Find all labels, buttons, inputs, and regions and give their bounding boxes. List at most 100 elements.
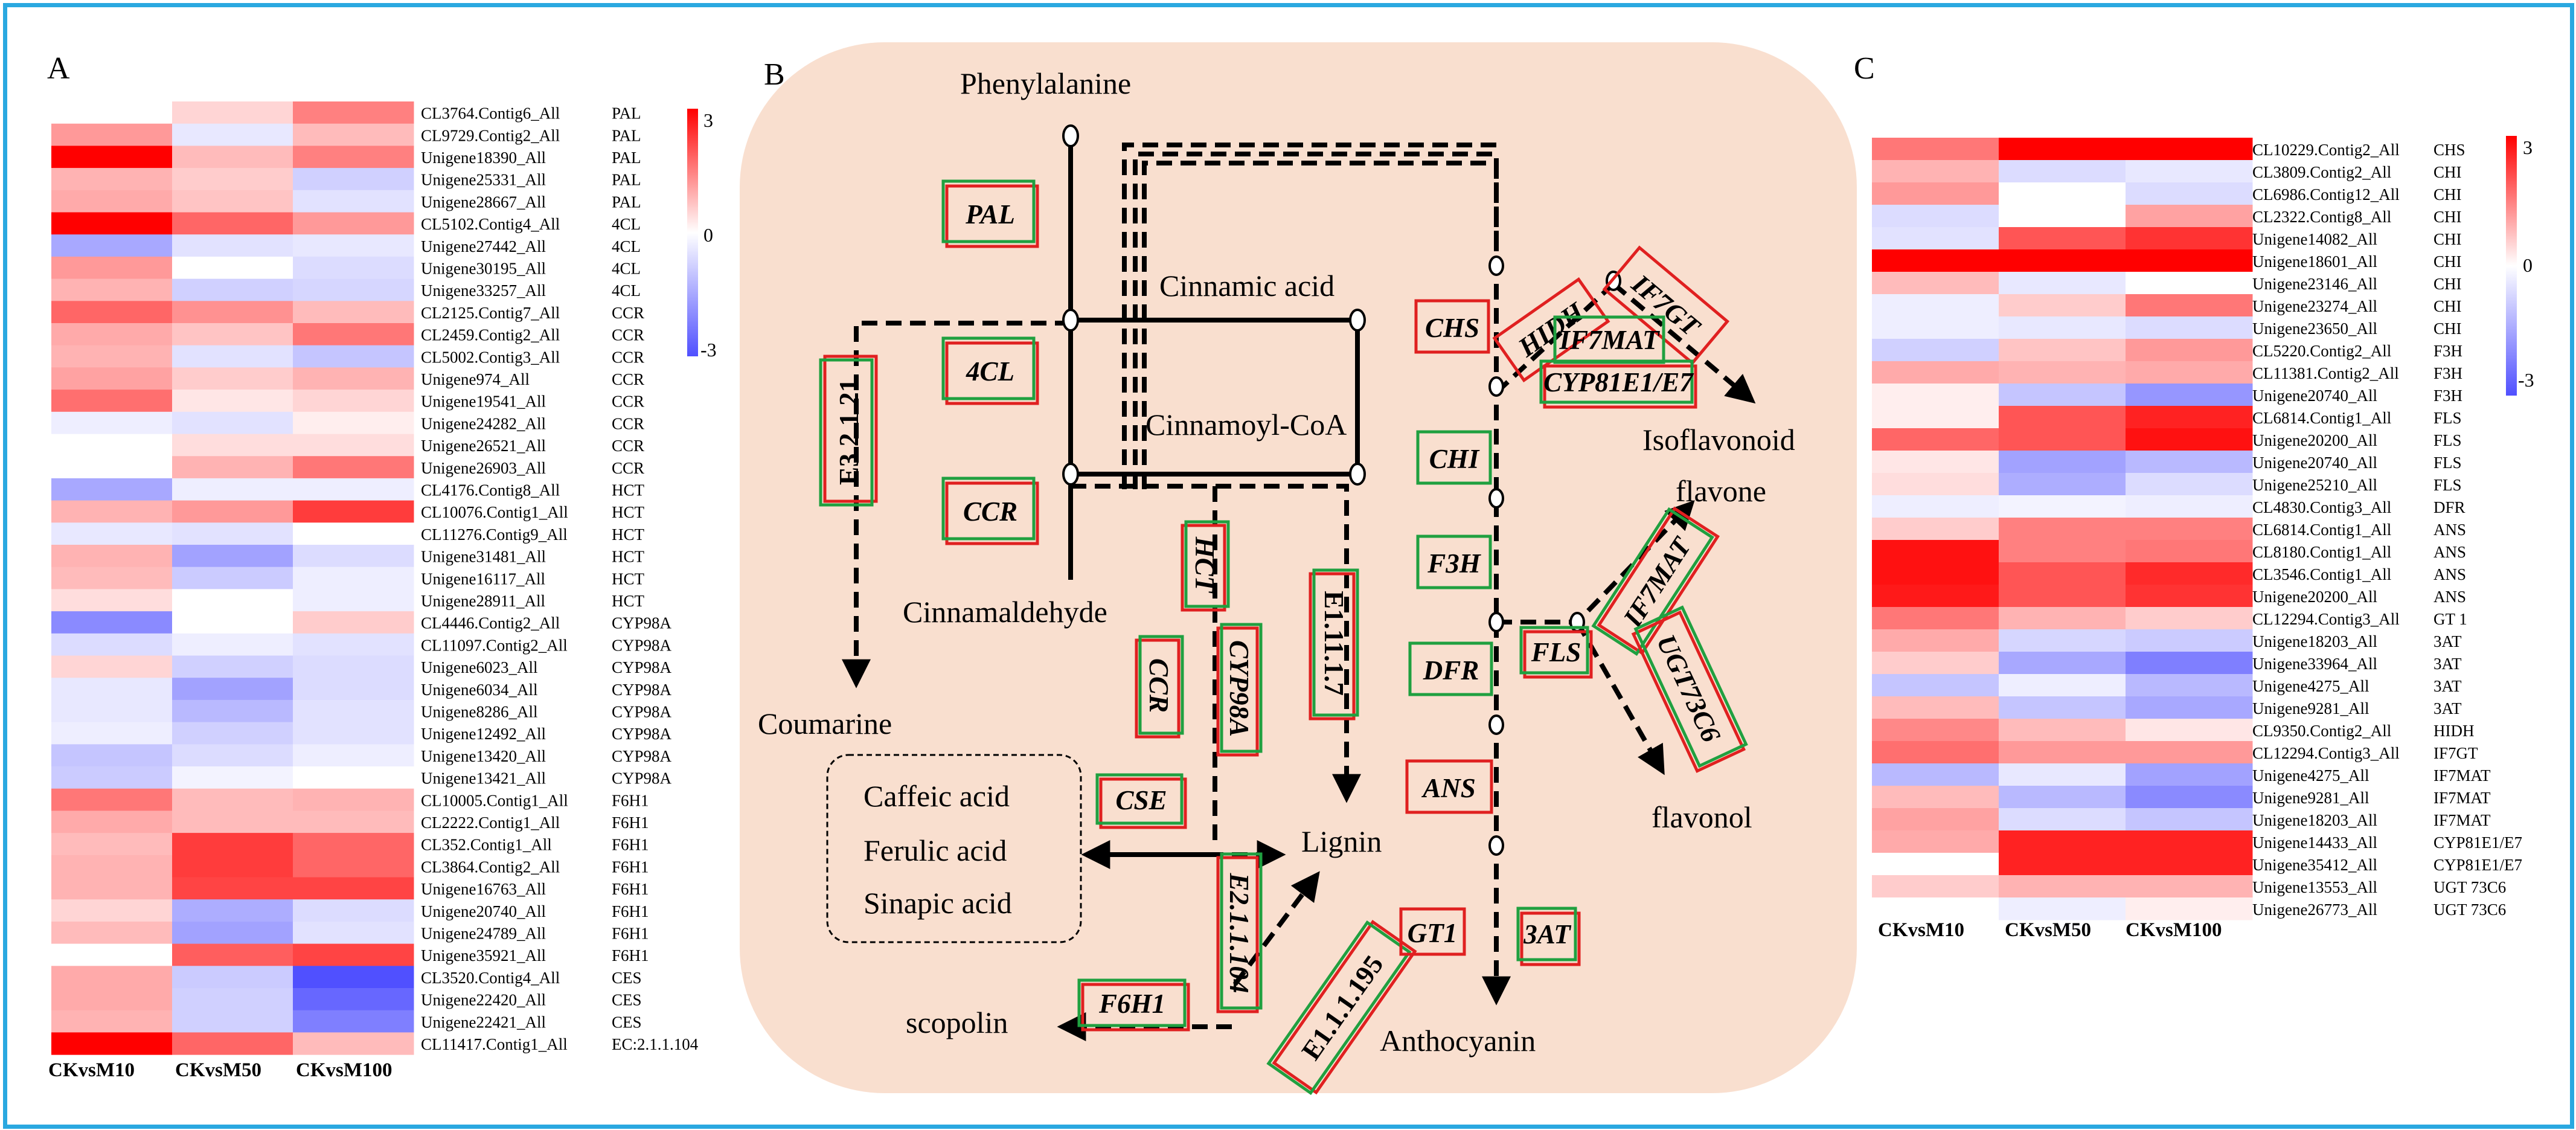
heatmap-cell: [51, 323, 173, 346]
heatmap-cell: [2126, 428, 2253, 451]
svg-text:CHS: CHS: [1425, 313, 1479, 343]
enzyme-fls: FLS: [1519, 626, 1593, 679]
heatmap-cell: [1872, 316, 1999, 339]
svg-text:E2.1.1.104: E2.1.1.104: [1224, 873, 1254, 994]
heatmap-cell: [293, 899, 414, 922]
heatmap-cell: [172, 301, 293, 324]
gene-label: Unigene18601_All: [2252, 252, 2377, 271]
heatmap-cell: [51, 855, 173, 878]
heatmap-cell: [1999, 808, 2126, 831]
heatmap-cell: [172, 921, 293, 945]
enzyme-label: CCR: [612, 459, 644, 477]
heatmap-cell: [293, 146, 414, 169]
heatmap-cell: [293, 101, 414, 124]
enzyme-label: IF7GT: [2433, 744, 2478, 762]
heatmap-cell: [1872, 495, 1999, 518]
heatmap-cell: [1999, 652, 2126, 675]
panel-a-scale-max: 3: [703, 109, 713, 131]
enzyme-label: CYP98A: [612, 636, 672, 654]
heatmap-cell: [1872, 808, 1999, 831]
heatmap-cell: [293, 390, 414, 413]
gene-label: Unigene20200_All: [2252, 431, 2377, 449]
enzyme-label: HCT: [612, 525, 645, 544]
enzyme-label: F6H1: [612, 902, 649, 920]
heatmap-cell: [1999, 897, 2126, 920]
svg-text:IF7MAT: IF7MAT: [1559, 325, 1660, 355]
heatmap-cell: [1999, 786, 2126, 809]
heatmap-cell: [51, 611, 173, 634]
heatmap-cell: [1872, 138, 1999, 161]
enzyme-3at: 3AT: [1516, 907, 1581, 966]
enzyme-label: CYP98A: [612, 725, 672, 743]
enzyme-label: F6H1: [612, 814, 649, 832]
heatmap-cell: [1999, 160, 2126, 183]
heatmap-cell: [2126, 786, 2253, 809]
heatmap-cell: [293, 345, 414, 368]
heatmap-cell: [1872, 763, 1999, 786]
heatmap-cell: [1999, 495, 2126, 518]
enzyme-label: ANS: [2433, 521, 2466, 539]
gene-label: Unigene9281_All: [2252, 699, 2369, 717]
heatmap-cell: [1872, 629, 1999, 652]
heatmap-cell: [51, 434, 173, 457]
heatmap-cell: [172, 633, 293, 656]
gene-label: CL10076.Contig1_All: [421, 503, 568, 521]
heatmap-cell: [1872, 540, 1999, 563]
heatmap-cell: [1999, 205, 2126, 228]
heatmap-cell: [1999, 227, 2126, 250]
heatmap-cell: [51, 190, 173, 213]
enzyme-label: CHI: [2433, 185, 2462, 204]
enzyme-label: CCR: [612, 370, 644, 388]
enzyme-label: CHS: [2433, 141, 2465, 159]
heatmap-cell: [1872, 451, 1999, 474]
enzyme-label: CCR: [612, 326, 644, 344]
gene-label: Unigene18203_All: [2252, 811, 2377, 829]
heatmap-cell: [172, 522, 293, 545]
heatmap-cell: [293, 877, 414, 900]
heatmap-cell: [1999, 875, 2126, 898]
enzyme-label: UGT 73C6: [2433, 878, 2506, 896]
enzyme-label: F6H1: [612, 836, 649, 854]
heatmap-cell: [293, 921, 414, 945]
gene-label: CL5102.Contig4_All: [421, 215, 560, 233]
heatmap-cell: [172, 899, 293, 922]
gene-label: CL12294.Contig3_All: [2252, 610, 2400, 628]
svg-text:HCT: HCT: [1190, 536, 1220, 594]
heatmap-cell: [293, 123, 414, 146]
svg-text:PAL: PAL: [965, 199, 1015, 230]
heatmap-cell: [293, 367, 414, 390]
heatmap-cell: [2126, 741, 2253, 764]
panel-c-scale-mid: 0: [2523, 254, 2533, 276]
gene-label: CL9350.Contig2_All: [2252, 722, 2391, 740]
heatmap-cell: [293, 833, 414, 856]
metabolite-sinapic-acid: Sinapic acid: [863, 886, 1012, 920]
heatmap-cell: [2126, 696, 2253, 719]
gene-label: Unigene28667_All: [421, 193, 546, 211]
enzyme-label: CHI: [2433, 275, 2462, 293]
svg-text:CSE: CSE: [1115, 785, 1167, 815]
heatmap-cell: [51, 278, 173, 301]
gene-label: CL11417.Contig1_All: [421, 1035, 568, 1053]
heatmap-cell: [1999, 361, 2126, 384]
enzyme-e3-2-1-21: E3.2.1.21: [819, 355, 878, 507]
gene-label: Unigene6023_All: [421, 658, 537, 676]
heatmap-cell: [293, 788, 414, 811]
heatmap-cell: [51, 101, 173, 124]
heatmap-cell: [172, 744, 293, 767]
enzyme-label: HCT: [612, 481, 645, 499]
heatmap-cell: [1999, 406, 2126, 429]
svg-text:CCR: CCR: [963, 496, 1017, 527]
svg-text:E1.11.1.7: E1.11.1.7: [1319, 591, 1349, 696]
heatmap-cell: [293, 943, 414, 966]
enzyme-gt1: GT1: [1399, 907, 1466, 956]
heatmap-cell: [2126, 182, 2253, 205]
gene-label: CL11276.Contig9_All: [421, 525, 568, 544]
heatmap-cell: [2126, 518, 2253, 541]
heatmap-cell: [172, 123, 293, 146]
heatmap-cell: [1872, 249, 1999, 272]
panel-c-scale-min: -3: [2518, 369, 2534, 391]
gene-label: Unigene18390_All: [421, 149, 546, 167]
metabolite-phenylalanine: Phenylalanine: [960, 66, 1131, 100]
heatmap-cell: [293, 811, 414, 833]
